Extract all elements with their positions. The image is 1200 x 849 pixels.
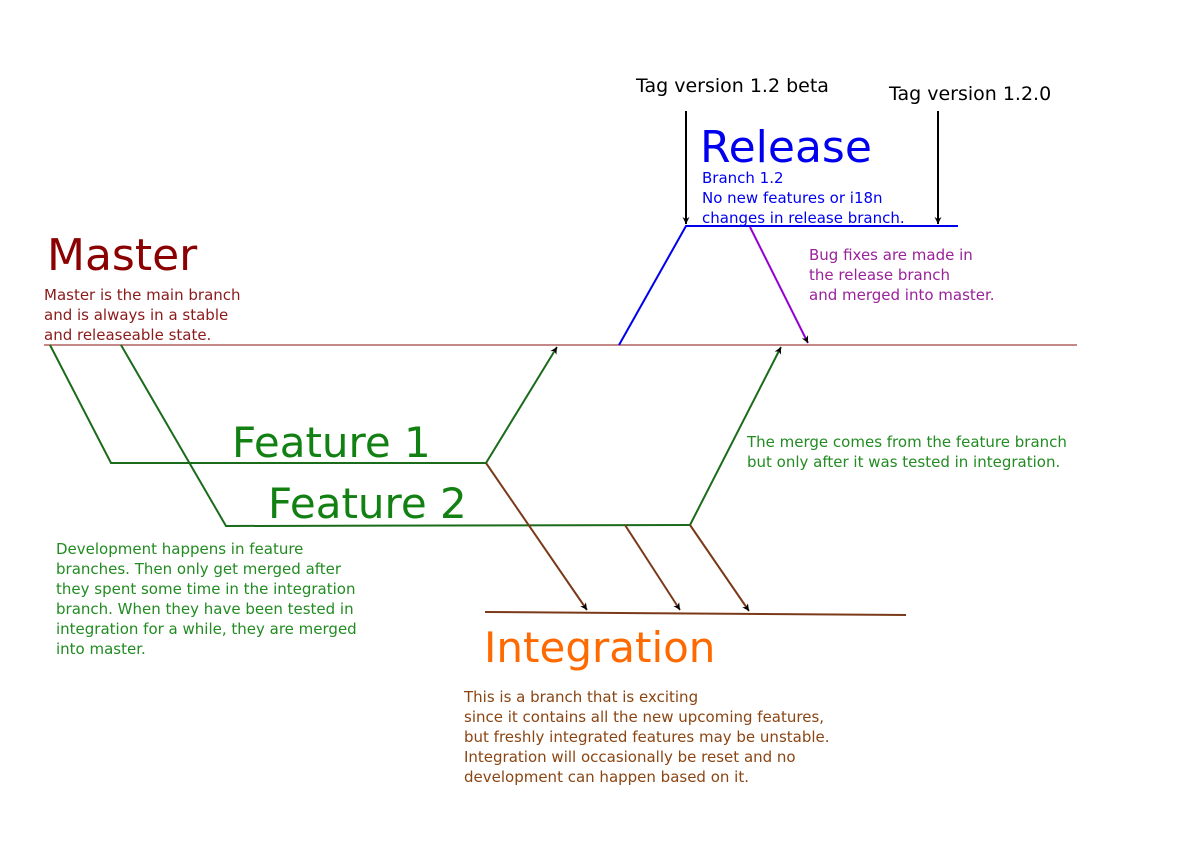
- integration-title: Integration: [484, 623, 716, 672]
- feature-1-integration-arrow: [485, 462, 588, 611]
- feature-1-merge-arrow: [485, 346, 558, 464]
- master-title: Master: [47, 230, 198, 281]
- merge-note: The merge comes from the feature branch …: [747, 433, 1067, 471]
- feature-1-branch-line: [49, 344, 486, 464]
- integration-description: This is a branch that is exciting since …: [464, 688, 830, 786]
- master-description: Master is the main branch and is always …: [44, 286, 241, 344]
- release-branch-line: [618, 225, 958, 346]
- feature-2-integration-arrow-1: [624, 524, 681, 611]
- feature-2-branch-line: [120, 344, 691, 528]
- development-note: Development happens in feature branches.…: [56, 540, 357, 658]
- feature-1-title: Feature 1: [232, 418, 431, 467]
- bugfix-merge-arrow: [749, 226, 809, 344]
- bugfix-description: Bug fixes are made in the release branch…: [809, 246, 995, 304]
- release-description: Branch 1.2 No new features or i18n chang…: [702, 169, 905, 227]
- integration-branch-line: [484, 611, 907, 616]
- tag-beta-label: Tag version 1.2 beta: [636, 75, 829, 97]
- release-title: Release: [700, 122, 872, 173]
- tag-final-label: Tag version 1.2.0: [889, 83, 1052, 105]
- feature-2-title: Feature 2: [268, 479, 467, 528]
- feature-2-merge-arrow: [689, 346, 782, 526]
- feature-2-integration-arrow-2: [689, 524, 750, 612]
